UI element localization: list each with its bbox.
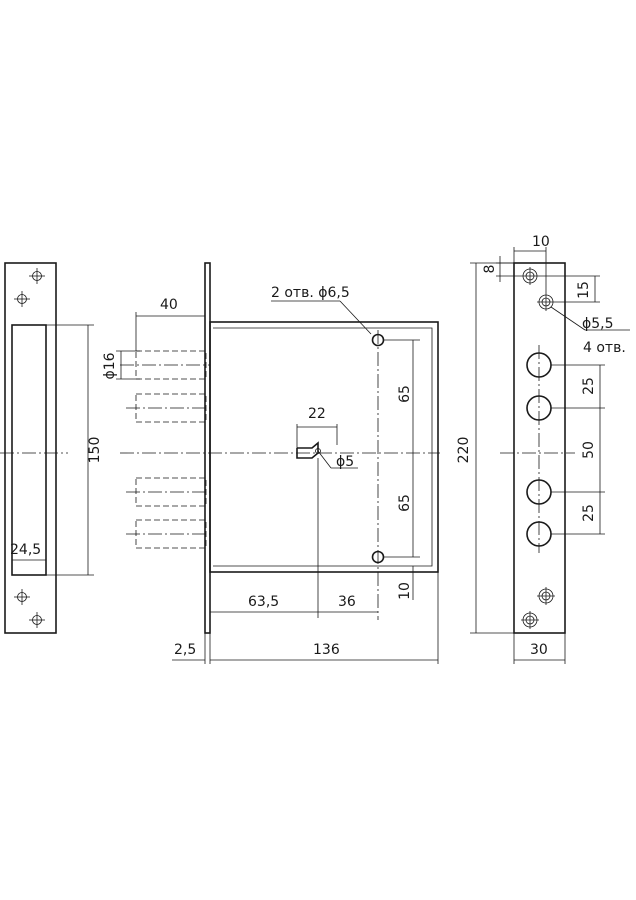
faceplate-top-width-dim: 10: [532, 234, 550, 250]
hole-offset-dim: 15: [576, 281, 592, 299]
strike-hole-4: [29, 612, 45, 628]
strike-plate-opening: [11, 324, 47, 576]
lock-body-view: 40 ϕ16 2 отв. ϕ6,5 22 ϕ5 65: [102, 262, 440, 664]
bolt-1: [120, 350, 210, 380]
faceplate-bottom-width-dim: 30: [530, 642, 548, 658]
faceplate-hole-4: [521, 611, 539, 629]
bolt-spacing-lower-dim: 25: [581, 504, 597, 522]
faceplate-outline: [513, 262, 566, 634]
strike-hole-1: [29, 268, 45, 284]
hole-count-note: 4 отв.: [583, 340, 626, 356]
strike-plate-outline: [4, 262, 57, 634]
bolt-2: [126, 393, 210, 423]
strike-hole-3: [14, 589, 30, 605]
bolt-spacing-upper-dim: 25: [581, 377, 597, 395]
key-slot-width-dim: 22: [308, 406, 326, 422]
bolt-projection-dim: 40: [160, 297, 178, 313]
backset-right-dim: 36: [338, 594, 356, 610]
strike-hole-2: [14, 291, 30, 307]
key-hole: [315, 448, 321, 454]
lock-case-outline: [209, 321, 439, 573]
strike-height-dim: 150: [87, 437, 103, 464]
faceplate-hole-1: [521, 267, 539, 285]
key-hole-dim: ϕ5: [336, 454, 354, 470]
strike-width-dim: 24,5: [10, 542, 41, 558]
bolt-4: [126, 519, 210, 549]
lower-spacing-dim: 65: [397, 494, 413, 512]
upper-spacing-dim: 65: [397, 385, 413, 403]
total-height-dim: 220: [456, 437, 472, 464]
bolt-spacing-middle-dim: 50: [581, 441, 597, 459]
lock-case-inner-line: [213, 327, 433, 567]
faceplate-hole-2: [537, 293, 555, 311]
strike-plate-view: 150 24,5: [0, 262, 103, 634]
key-slot: [296, 441, 321, 459]
mount-holes-note: 2 отв. ϕ6,5: [271, 285, 350, 301]
faceplate-front-view: 10 8 15 ϕ5,5 4 отв. 220 25 50 25: [456, 234, 630, 664]
bottom-offset-dim: 10: [397, 582, 413, 600]
faceplate-hole-3: [537, 587, 555, 605]
bolt-diameter-dim: ϕ16: [102, 352, 118, 379]
hole-diameter-dim: ϕ5,5: [582, 316, 614, 332]
backset-left-dim: 63,5: [248, 594, 279, 610]
top-offset-dim: 8: [482, 265, 498, 274]
body-width-dim: 136: [313, 642, 340, 658]
bolt-3: [126, 477, 210, 507]
faceplate-thickness-dim: 2,5: [174, 642, 196, 658]
